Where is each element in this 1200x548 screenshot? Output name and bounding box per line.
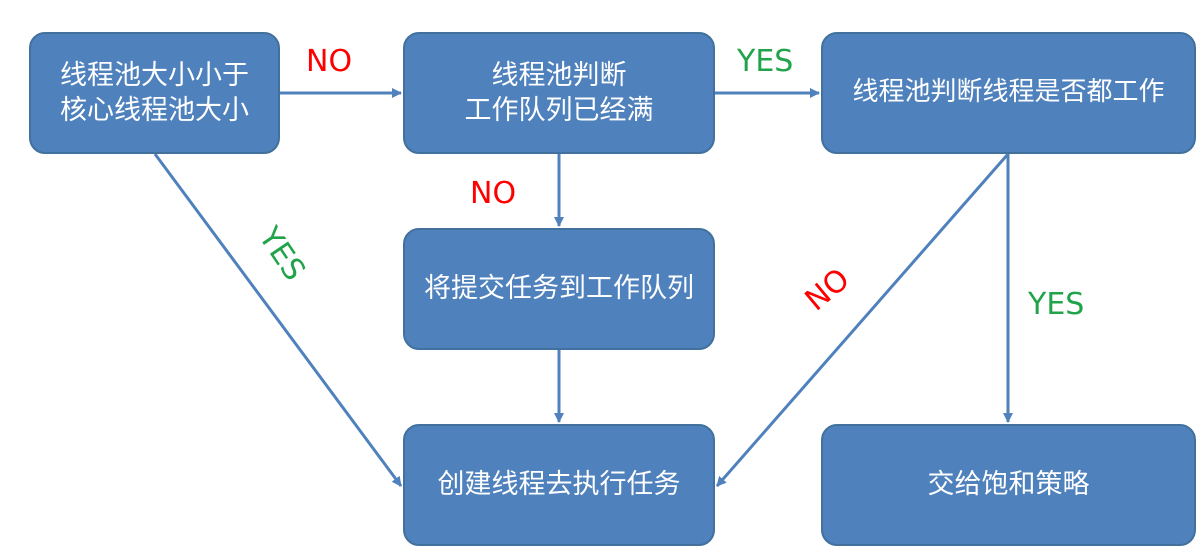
label-queue-to-busy: YES: [736, 44, 793, 79]
arrow-core-to-create: [153, 153, 403, 487]
node-core-size-check: 线程池大小小于 核心线程池大小: [29, 32, 280, 154]
node-create-thread: 创建线程去执行任务: [403, 424, 715, 546]
label-busy-to-create: NO: [799, 262, 857, 318]
node-queue-full-check: 线程池判断 工作队列已经满: [403, 32, 715, 154]
label-busy-to-reject: YES: [1027, 287, 1084, 322]
label-queue-to-enqueue: NO: [470, 176, 516, 211]
label-core-to-create: YES: [251, 220, 312, 287]
arrow-busy-to-create: [715, 153, 1010, 487]
node-enqueue-task: 将提交任务到工作队列: [403, 228, 715, 350]
node-saturation-policy: 交给饱和策略: [821, 424, 1196, 546]
node-threads-busy-check: 线程池判断线程是否都工作: [821, 32, 1196, 154]
label-core-to-queue: NO: [306, 44, 352, 79]
